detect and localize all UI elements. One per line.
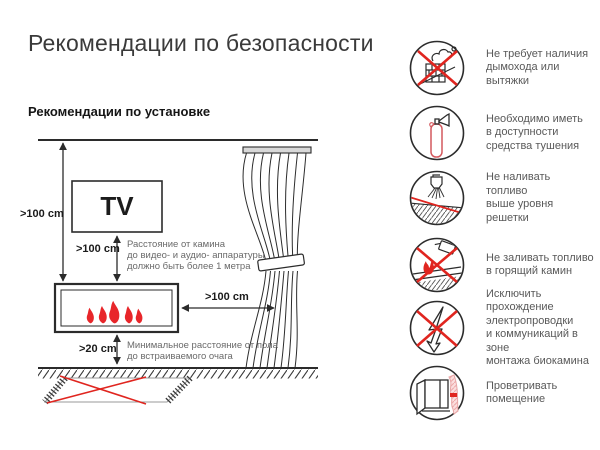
fireplace-box: [53, 282, 180, 334]
page-title: Рекомендации по безопасности: [28, 30, 374, 56]
recommendation-text: Не требует наличия дымохода или вытяжки: [486, 47, 589, 87]
fuel-level-icon: [409, 170, 465, 226]
recommendation-text: Проветривать помещение: [486, 379, 558, 406]
red-cross-icon: [46, 375, 147, 405]
floor-distance-note: Минимальное расстояние от пола до встраи…: [127, 340, 278, 362]
lightning-bolt-icon: [426, 306, 444, 353]
recommendation-item: Не наливать топливо выше уровня решетки: [409, 170, 594, 226]
tv-distance-note: Расстояние от камина до видео- и аудио- …: [127, 239, 265, 272]
installation-diagram: TV: [38, 139, 318, 405]
recommendation-item: Не заливать топливо в горящий камин: [409, 237, 594, 293]
tv-label: TV: [100, 191, 134, 221]
recommendation-text: Исключить прохождение электропроводки и …: [486, 287, 589, 368]
red-cross-icon: [416, 247, 458, 283]
no-chimney-icon: [409, 40, 465, 96]
curtain: [242, 146, 312, 369]
red-level-line: [411, 196, 463, 215]
measurement-arrows: [59, 142, 275, 365]
red-cross-icon: [417, 50, 458, 86]
no-refueling-burning-icon: [409, 237, 465, 293]
curtain-tie: [257, 253, 305, 272]
recommendation-item: Исключить прохождение электропроводки и …: [409, 288, 594, 367]
recommendation-item: Не требует наличия дымохода или вытяжки: [409, 40, 594, 96]
carpet-fringe-right: [164, 375, 193, 405]
measure-ceiling-to-fireplace: >100 cm: [20, 208, 64, 220]
red-cross-icon: [416, 310, 458, 347]
recommendation-text: Необходимо иметь в доступности средства …: [486, 112, 583, 152]
curtain-tie: [450, 393, 457, 397]
no-wiring-icon: [409, 300, 465, 356]
section-title: Рекомендации по установке: [28, 104, 211, 119]
tv-box: TV: [71, 180, 163, 233]
recommendation-text: Не заливать топливо в горящий камин: [486, 251, 594, 278]
floor-hatching: [38, 369, 318, 379]
measure-tv-to-fireplace: >100 cm: [76, 243, 120, 255]
recommendation-item: Необходимо иметь в доступности средства …: [409, 105, 594, 161]
recommendation-text: Не наливать топливо выше уровня решетки: [486, 171, 554, 224]
measure-fireplace-to-curtain: >100 cm: [205, 291, 249, 303]
fire-extinguisher-icon: [409, 105, 465, 161]
measure-floor-to-fireplace: >20 cm: [79, 343, 117, 355]
recommendation-item: Проветривать помещение: [409, 365, 594, 421]
ventilation-icon: [409, 365, 465, 421]
curtain-rod: [242, 146, 312, 154]
forbidden-carpet: [42, 375, 193, 405]
